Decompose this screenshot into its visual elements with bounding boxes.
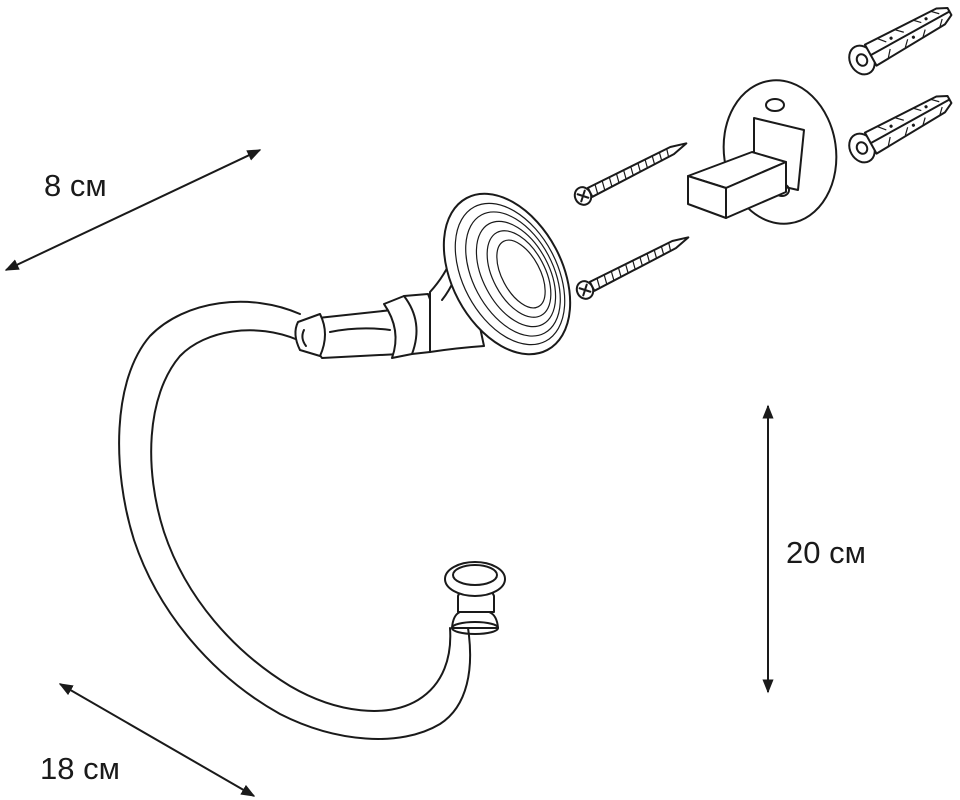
mounting-plate-icon — [687, 79, 838, 225]
dimension-length: 18 см — [40, 683, 256, 797]
wall-base-rosette-icon — [429, 192, 572, 356]
length-label: 18 см — [40, 751, 120, 786]
width-arrow — [4, 149, 262, 271]
width-label: 8 см — [44, 168, 107, 203]
screw-icon — [573, 142, 688, 206]
towel-ring-icon — [118, 300, 506, 740]
height-label: 20 см — [786, 535, 866, 570]
screw-icon — [575, 236, 690, 300]
elbow-joint-icon — [294, 293, 436, 359]
wall-plug-icon — [848, 95, 953, 164]
dimension-width: 8 см — [4, 149, 262, 271]
length-arrow — [58, 683, 256, 797]
dimension-height: 20 см — [762, 404, 866, 694]
wall-plug-icon — [848, 7, 953, 76]
